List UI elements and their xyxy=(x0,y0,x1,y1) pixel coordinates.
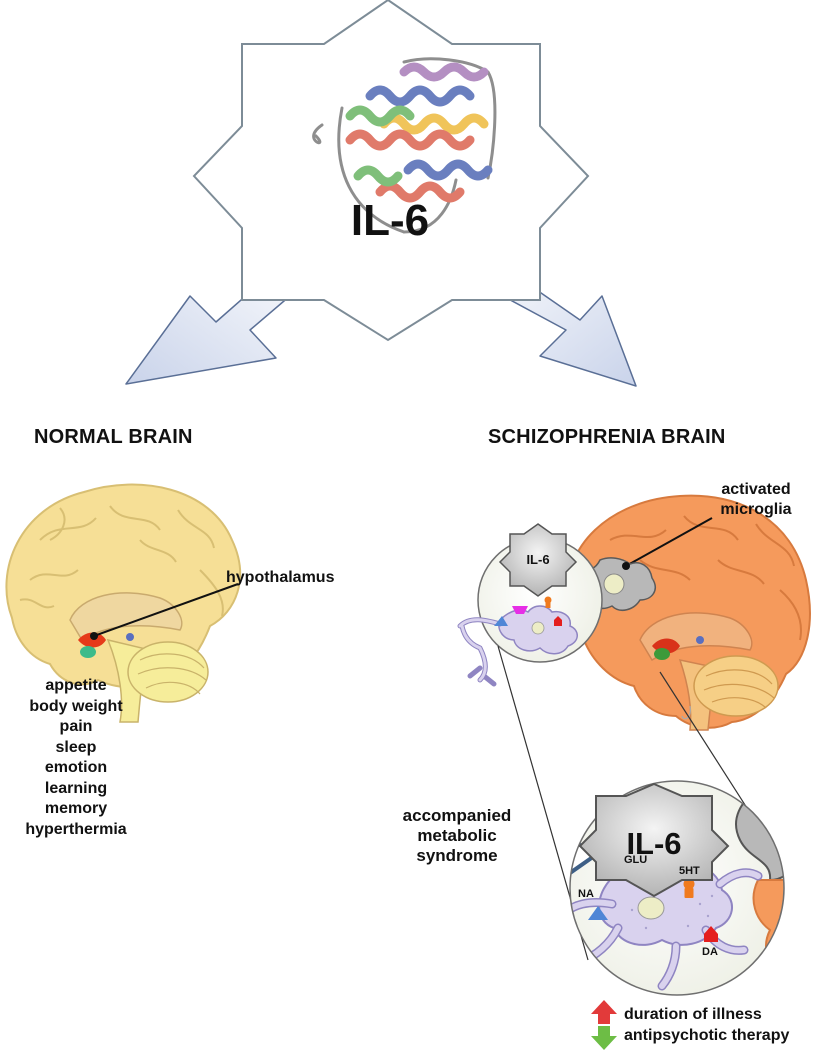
microglia-pointer-line xyxy=(625,517,713,567)
factors-label: duration of illness antipsychotic therap… xyxy=(624,1004,789,1046)
function-item-learning: learning xyxy=(44,779,108,797)
il6-star-badge xyxy=(192,0,590,342)
na-marker-icon xyxy=(588,906,608,920)
small-il6-badge xyxy=(498,523,578,597)
hypothalamus-label: hypothalamus xyxy=(226,569,335,586)
factor-duration-of-illness: duration of illness xyxy=(624,1006,762,1023)
da-marker-icon xyxy=(704,926,718,942)
microglia-label-line1: activated xyxy=(721,481,791,498)
serotonin-marker-icon xyxy=(683,878,695,898)
large-il6-badge xyxy=(578,782,730,898)
large-il6-badge-label: IL-6 xyxy=(626,826,682,861)
function-item-sleep: sleep xyxy=(55,738,97,756)
function-item-memory: memory xyxy=(44,800,108,817)
small-il6-badge-label: IL-6 xyxy=(526,552,550,567)
center-il6-label: IL-6 xyxy=(350,196,430,245)
syndrome-line3: syndrome xyxy=(416,846,498,865)
da-label: DA xyxy=(702,946,718,958)
factor-antipsychotic-therapy: antipsychotic therapy xyxy=(624,1027,790,1044)
na-label: NA xyxy=(578,888,594,900)
normal-brain-illustration xyxy=(5,483,241,723)
function-item-appetite: appetite xyxy=(45,677,107,694)
schizophrenia-brain-illustration xyxy=(567,494,811,731)
normal-brain-title: NORMAL BRAIN xyxy=(34,426,193,448)
function-item-body-weight: body weight xyxy=(29,697,123,715)
activated-microglia-label: activated microglia xyxy=(700,480,812,520)
increase-decrease-arrow-icon xyxy=(591,1000,617,1050)
syndrome-line2: metabolic xyxy=(417,826,497,845)
function-item-emotion: emotion xyxy=(44,759,108,776)
hypothalamus-pointer-dot xyxy=(90,632,98,640)
function-item-hyperthermia: hyperthermia xyxy=(25,820,127,838)
function-item-pain: pain xyxy=(59,718,93,735)
schizophrenia-brain-title: SCHIZOPHRENIA BRAIN xyxy=(488,426,726,448)
il6-protein-structure-icon xyxy=(312,57,497,234)
hypothalamus-pointer-line xyxy=(93,583,239,637)
syndrome-line1: accompanied xyxy=(402,806,512,825)
serotonin-label: 5HT xyxy=(679,865,700,877)
microglia-label-line2: microglia xyxy=(720,501,792,518)
metabolic-syndrome-label: accompanied metabolic syndrome xyxy=(392,806,522,866)
normal-brain-function-list: appetite body weight pain sleep emotion … xyxy=(0,676,152,840)
glu-label: GLU xyxy=(624,854,648,866)
